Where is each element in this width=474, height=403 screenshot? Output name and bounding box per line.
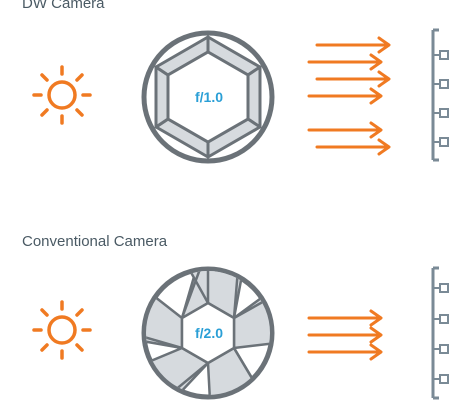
conventional-fnumber-label: f/2.0 (195, 325, 223, 341)
arrow-right-icon (315, 36, 391, 54)
sensor-comb-icon (431, 266, 449, 400)
sun-icon (32, 65, 92, 125)
arrow-right-icon (307, 326, 383, 344)
sensor-comb-icon (431, 28, 449, 162)
dw-camera-title: DW Camera (22, 0, 105, 12)
camera-aperture-icon (141, 266, 275, 400)
dw-fnumber-label: f/1.0 (195, 89, 223, 105)
arrow-right-icon (307, 309, 383, 327)
arrow-right-icon (307, 121, 383, 139)
conventional-panel: f/2.0 (32, 266, 449, 400)
sun-icon (32, 300, 92, 360)
arrow-right-icon (307, 53, 383, 71)
arrow-right-icon (307, 343, 383, 361)
arrow-right-icon (315, 138, 391, 156)
camera-aperture-icon (141, 30, 275, 164)
conventional-camera-title: Conventional Camera (22, 233, 168, 250)
dw-light-rays (307, 36, 391, 156)
arrow-right-icon (315, 70, 391, 88)
dw-panel: f/1.0 (32, 28, 449, 164)
conventional-light-rays (307, 309, 383, 361)
arrow-right-icon (307, 87, 383, 105)
